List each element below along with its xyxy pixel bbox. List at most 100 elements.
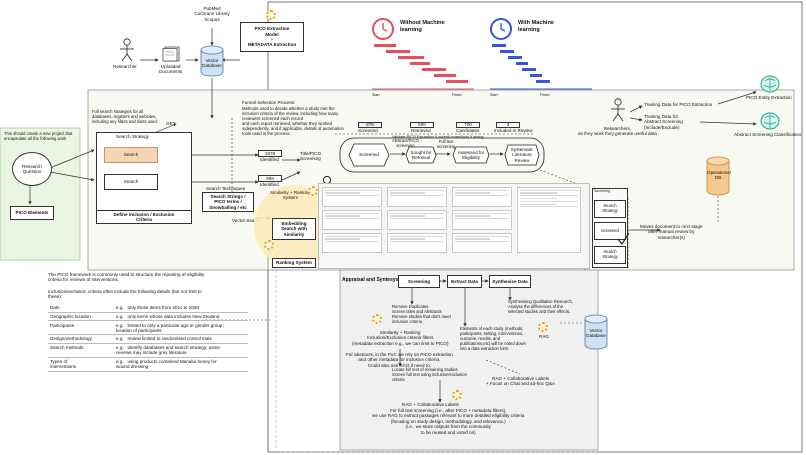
uploaded-documents-icon — [160, 46, 184, 62]
doc-card — [387, 210, 447, 230]
panel-search-strategy-label: Search Strategy — [602, 203, 618, 213]
flow-screened-node[interactable]: Screened — [348, 143, 390, 167]
with-ml-label: With Machine learning — [518, 20, 554, 33]
brain-icon-abstract — [760, 112, 780, 130]
flow-slr-node[interactable]: Systematic Literature Review — [504, 144, 540, 166]
screening-step-box[interactable]: Screening — [398, 275, 440, 288]
flow-slr-label: Systematic Literature Review — [510, 146, 534, 163]
with-ml-clock-icon — [490, 18, 512, 40]
criteria-key: Search methods — [48, 343, 114, 358]
pico-extraction-box: PICO Extraction Model + METADATA Extract… — [240, 22, 304, 52]
without-ml-start: Start — [372, 93, 380, 97]
researcher-label: Researcher — [113, 64, 137, 69]
panel-search-strategy-2-label: Search Strategy — [602, 249, 618, 259]
search-button-1[interactable]: Search — [104, 147, 158, 163]
with-ml-finish: Finish — [540, 93, 550, 97]
without-ml-finish: Finish — [452, 93, 462, 97]
doc-card — [322, 233, 382, 253]
vector-database-cylinder — [200, 45, 224, 77]
appraisal-frame — [339, 269, 599, 451]
identified-1-label: Identified — [260, 157, 279, 162]
doc-card — [452, 233, 512, 253]
doc-card — [387, 187, 447, 207]
rag-label: RAG — [539, 334, 549, 339]
included-number: 3 — [506, 122, 510, 128]
criteria-key: Geographic location — [48, 312, 114, 322]
remove-duplicates-note: Remove Duplicates Screen titles and Abst… — [392, 304, 451, 324]
brain-icon-pico — [760, 75, 780, 93]
identified-2-label: Identified — [260, 182, 279, 187]
similarity-filters-note: Similarity + Ranking Inclusion/Exclusion… — [352, 330, 449, 346]
vector-search-label: Vector Search — [232, 218, 261, 223]
panel-screened[interactable]: Screened — [594, 222, 626, 240]
screened-label: Screened — [358, 128, 378, 133]
doc-card — [452, 187, 512, 207]
define-criteria-label: Define Inclusion / Exclusion Criteria — [113, 211, 175, 222]
similarity-gear-icon — [308, 186, 318, 196]
search-techniques-label: Search Techniques — [206, 186, 245, 191]
screening-step-label: Screening — [407, 278, 431, 284]
identified-2-count: 988 — [258, 175, 282, 182]
synthesise-step-box[interactable]: Synthesise Data — [489, 275, 531, 288]
criteria-key: Participants — [48, 320, 114, 336]
metadata-extraction-label: METADATA Extraction — [247, 42, 297, 48]
checkmark-icon — [616, 232, 630, 246]
doc-card — [517, 187, 581, 253]
ranking-system-label: Ranking System — [276, 260, 312, 266]
define-criteria-box[interactable]: Define Inclusion / Exclusion Criteria — [96, 210, 192, 224]
rag-collaborative-label: RAG + Collaborative Labels — [402, 402, 459, 407]
vector-database-2-cylinder — [584, 314, 608, 350]
full-text-screening-note: For full text screening (i.e., after PIC… — [372, 408, 525, 435]
panel-screened-label: Screened — [601, 227, 619, 233]
criteria-key: Date — [48, 304, 114, 313]
screening-gear-icon — [372, 314, 382, 324]
rag-gear-icon — [538, 322, 548, 332]
with-ml-gantt — [490, 44, 592, 90]
search-label-1: Search — [123, 152, 139, 158]
pico-elements-box[interactable]: PICO Elements — [10, 206, 54, 220]
similarity-ranking-label: Similarity + Ranking System — [270, 190, 311, 201]
flow-assessed-node[interactable]: Assessed for Eligibility — [452, 146, 490, 164]
screened-count: 875 — [358, 122, 382, 128]
pubmed-sources-label: PubMed Cochrane Library Scopus — [194, 6, 230, 22]
panel-search-strategy-2[interactable]: Search Strategy — [594, 246, 626, 264]
embedding-box: Embedding Search with Similarity — [272, 218, 316, 240]
research-question-circle[interactable]: Research Question — [12, 152, 52, 186]
identified-1-number: 1978 — [264, 150, 276, 156]
researchers-note: Researchers, as they work they generate … — [578, 126, 657, 137]
moves-document-note: Moves document to next stage after manua… — [640, 224, 703, 240]
doc-card — [387, 233, 447, 253]
identified-2-number: 988 — [266, 175, 274, 181]
flow-abstract-screening-label: Abstract/PICO screening — [392, 138, 419, 148]
screened-number: 875 — [366, 122, 374, 128]
flow-sought-label: Sought for Retrieval — [410, 149, 432, 160]
criteria-key: Design/methodology — [48, 334, 114, 344]
get-label: GET — [166, 121, 176, 126]
flow-screened-label: Screened — [359, 152, 379, 158]
panel-search-strategy[interactable]: Search Strategy — [594, 200, 626, 218]
flow-sought-node[interactable]: Sought for Retrieval — [405, 146, 437, 164]
vector-database-label: Vector Database — [202, 58, 222, 69]
extract-step-box[interactable]: Extract Data — [447, 275, 482, 288]
search-button-2[interactable]: Search — [104, 174, 158, 190]
criteria-value: e.g. only those items from 2011 to 2020 — [114, 304, 248, 313]
search-strategy-label: Search Strategy — [116, 134, 149, 139]
operational-db-label: Operational DB — [707, 170, 731, 181]
candidates-number: 700 — [464, 122, 472, 128]
criteria-value: e.g. limited to only a particular age or… — [114, 320, 248, 336]
extract-step-label: Extract Data — [451, 278, 478, 284]
criteria-intro-text: Inclusion/exclusion criteria often inclu… — [48, 289, 202, 300]
green-frame — [0, 127, 81, 261]
criteria-value: e.g. only items whose data includes New … — [114, 312, 248, 322]
title-pico-screening-label: Title/PICO Screening — [300, 151, 322, 162]
screening-panel-title: Screening — [594, 189, 611, 193]
uploaded-documents-label: Uploaded Documents — [159, 64, 183, 75]
search-label-2: Search — [123, 179, 139, 185]
plus-label: + — [270, 37, 274, 42]
candidates-label: Candidates — [456, 128, 480, 133]
